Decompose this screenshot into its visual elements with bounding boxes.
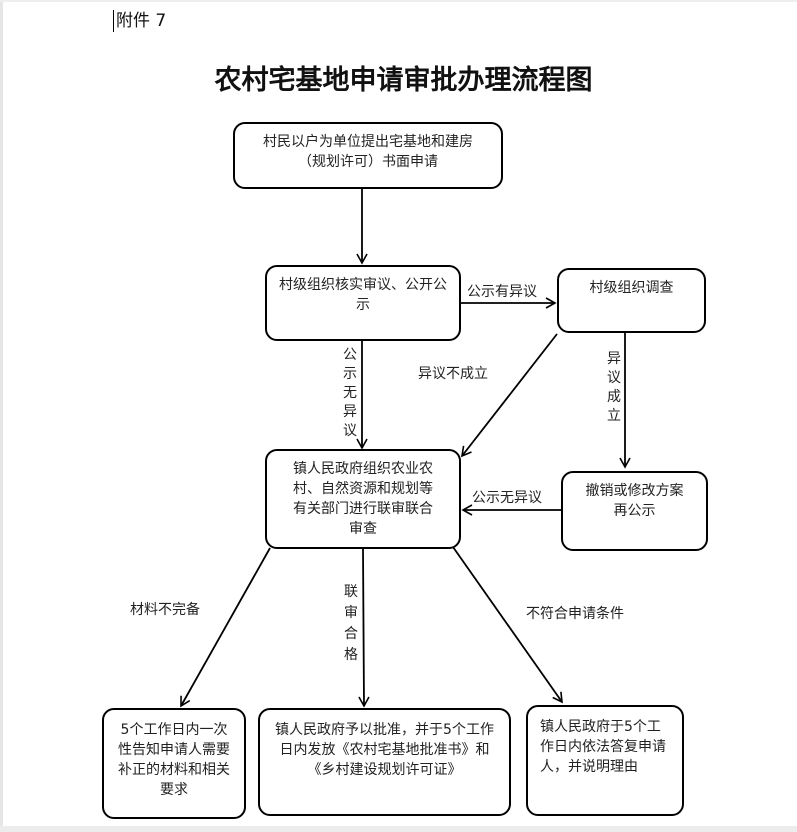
page-edge [0, 0, 3, 832]
label-no-objection: 公示无异议 [472, 490, 542, 506]
box-village-review: 村级组织核实审议、公开公示 [265, 265, 461, 341]
box-approve: 镇人民政府予以批准，并于5个工作日内发放《农村宅基地批准书》和《乡村建设规划许可… [258, 708, 511, 816]
arrow-joint-to-approve [358, 548, 370, 708]
arrow-joint-to-incomplete [180, 547, 271, 708]
label-objection: 公示有异议 [467, 284, 537, 300]
box-revise: 撤销或修改方案再公示 [561, 471, 708, 551]
attachment-label: 附件 7 [113, 10, 166, 32]
label-no-objection-vertical: 公示无异议 [343, 347, 357, 439]
label-incomplete-materials: 材料不完备 [130, 602, 200, 618]
page-edge-top [0, 0, 797, 2]
arrow-joint-to-reject [452, 546, 563, 704]
box-incomplete: 5个工作日内一次性告知申请人需要补正的材料和相关要求 [102, 708, 246, 819]
label-objection-valid: 异议成立 [607, 351, 621, 424]
box-joint-review: 镇人民政府组织农业农村、自然资源和规划等有关部门进行联审联合审查 [265, 449, 461, 549]
box-apply: 村民以户为单位提出宅基地和建房（规划许可）书面申请 [233, 122, 503, 189]
label-objection-invalid: 异议不成立 [418, 366, 488, 382]
label-not-qualified: 不符合申请条件 [526, 606, 624, 622]
box-reject: 镇人民政府于5个工作日内依法答复申请人，并说明理由 [526, 705, 684, 816]
page-bottom-bar [0, 826, 797, 832]
page-title: 农村宅基地申请审批办理流程图 [214, 65, 593, 96]
box-village-investigate: 村级组织调查 [557, 268, 706, 333]
label-review-passed: 联审合格 [344, 584, 358, 663]
arrow-investigate-to-joint [460, 333, 558, 458]
